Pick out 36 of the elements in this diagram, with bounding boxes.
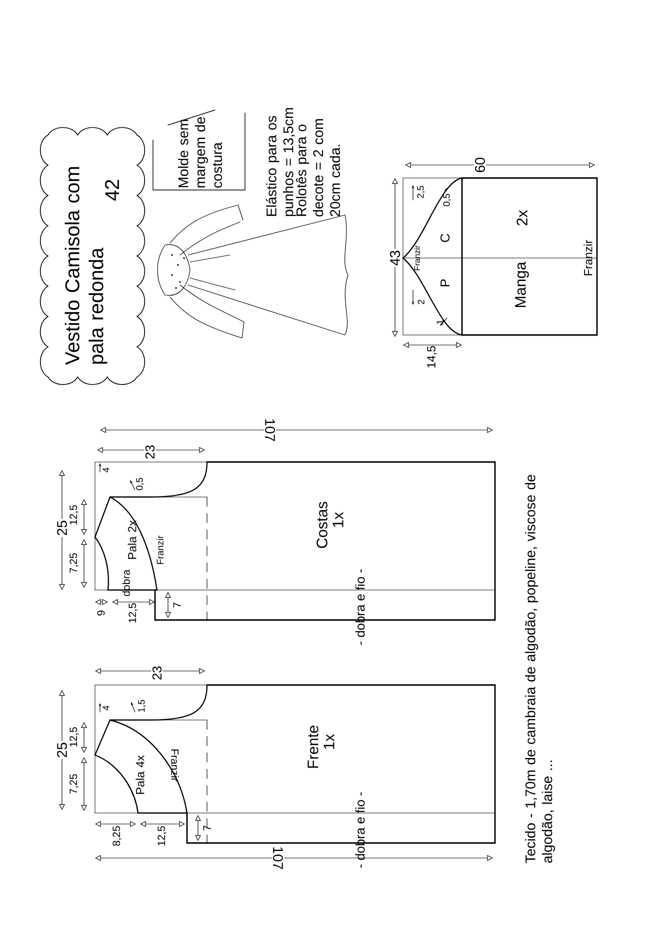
node-label: Franzir — [156, 536, 164, 564]
dimension-label: 4 — [102, 706, 110, 710]
yoke-pattern: Pala 4x Franzir — [94, 719, 188, 814]
dimension-label: 7,25 — [70, 553, 78, 573]
back-pattern: Costas 1x - dobra e fio - — [206, 461, 496, 645]
dimension-label: 25 — [56, 741, 68, 759]
dimension-label: 9 — [97, 610, 105, 616]
dimension-label: 23 — [144, 444, 156, 460]
dimension-label: 43 — [388, 249, 402, 267]
dimension-label: 107 — [272, 845, 284, 871]
note-text: Rolotês para o decote = 2 com 20cm cada. — [296, 119, 340, 216]
dimension-label: 4 — [102, 468, 110, 472]
dimension-label: 7 — [203, 826, 211, 830]
dimension-label: 25 — [56, 519, 68, 537]
dimension-label: P — [440, 279, 450, 286]
dimension-label: 107 — [264, 417, 276, 443]
dimension-label: 12,5 — [158, 826, 166, 846]
note-text: Elástico para os punhos = 13,5cm — [266, 108, 296, 216]
dimension-label: 23 — [151, 664, 163, 682]
dimension-label: 60 — [474, 156, 486, 174]
dimension-label: 12,5 — [70, 727, 78, 746]
dimension-label: 7 — [173, 602, 181, 608]
note-text: Tecido - 1,70m de cambraia de algodão, popeline, viscose de algodão, laise ... — [525, 474, 555, 864]
dimension-label: 2 — [418, 300, 424, 304]
dimension-label: 7,25 — [70, 774, 78, 794]
dimension-label: 14,5 — [427, 346, 437, 368]
note-box: Molde sem margem de costura — [152, 110, 246, 190]
dimension-label: Franzir — [414, 245, 420, 270]
dimension-label: 8,25 — [112, 826, 122, 846]
dimension-label: 12,5 — [70, 505, 78, 524]
dimension-label: 1 — [436, 320, 444, 324]
dimension-label: 2,5 — [417, 186, 425, 198]
dimension-label: C — [440, 234, 450, 242]
dimension-label: 12,5 — [128, 603, 138, 622]
dimension-label: 0,5 — [443, 194, 451, 206]
title-cloud: Vestido Camisola com pala redonda 42 — [40, 127, 146, 385]
